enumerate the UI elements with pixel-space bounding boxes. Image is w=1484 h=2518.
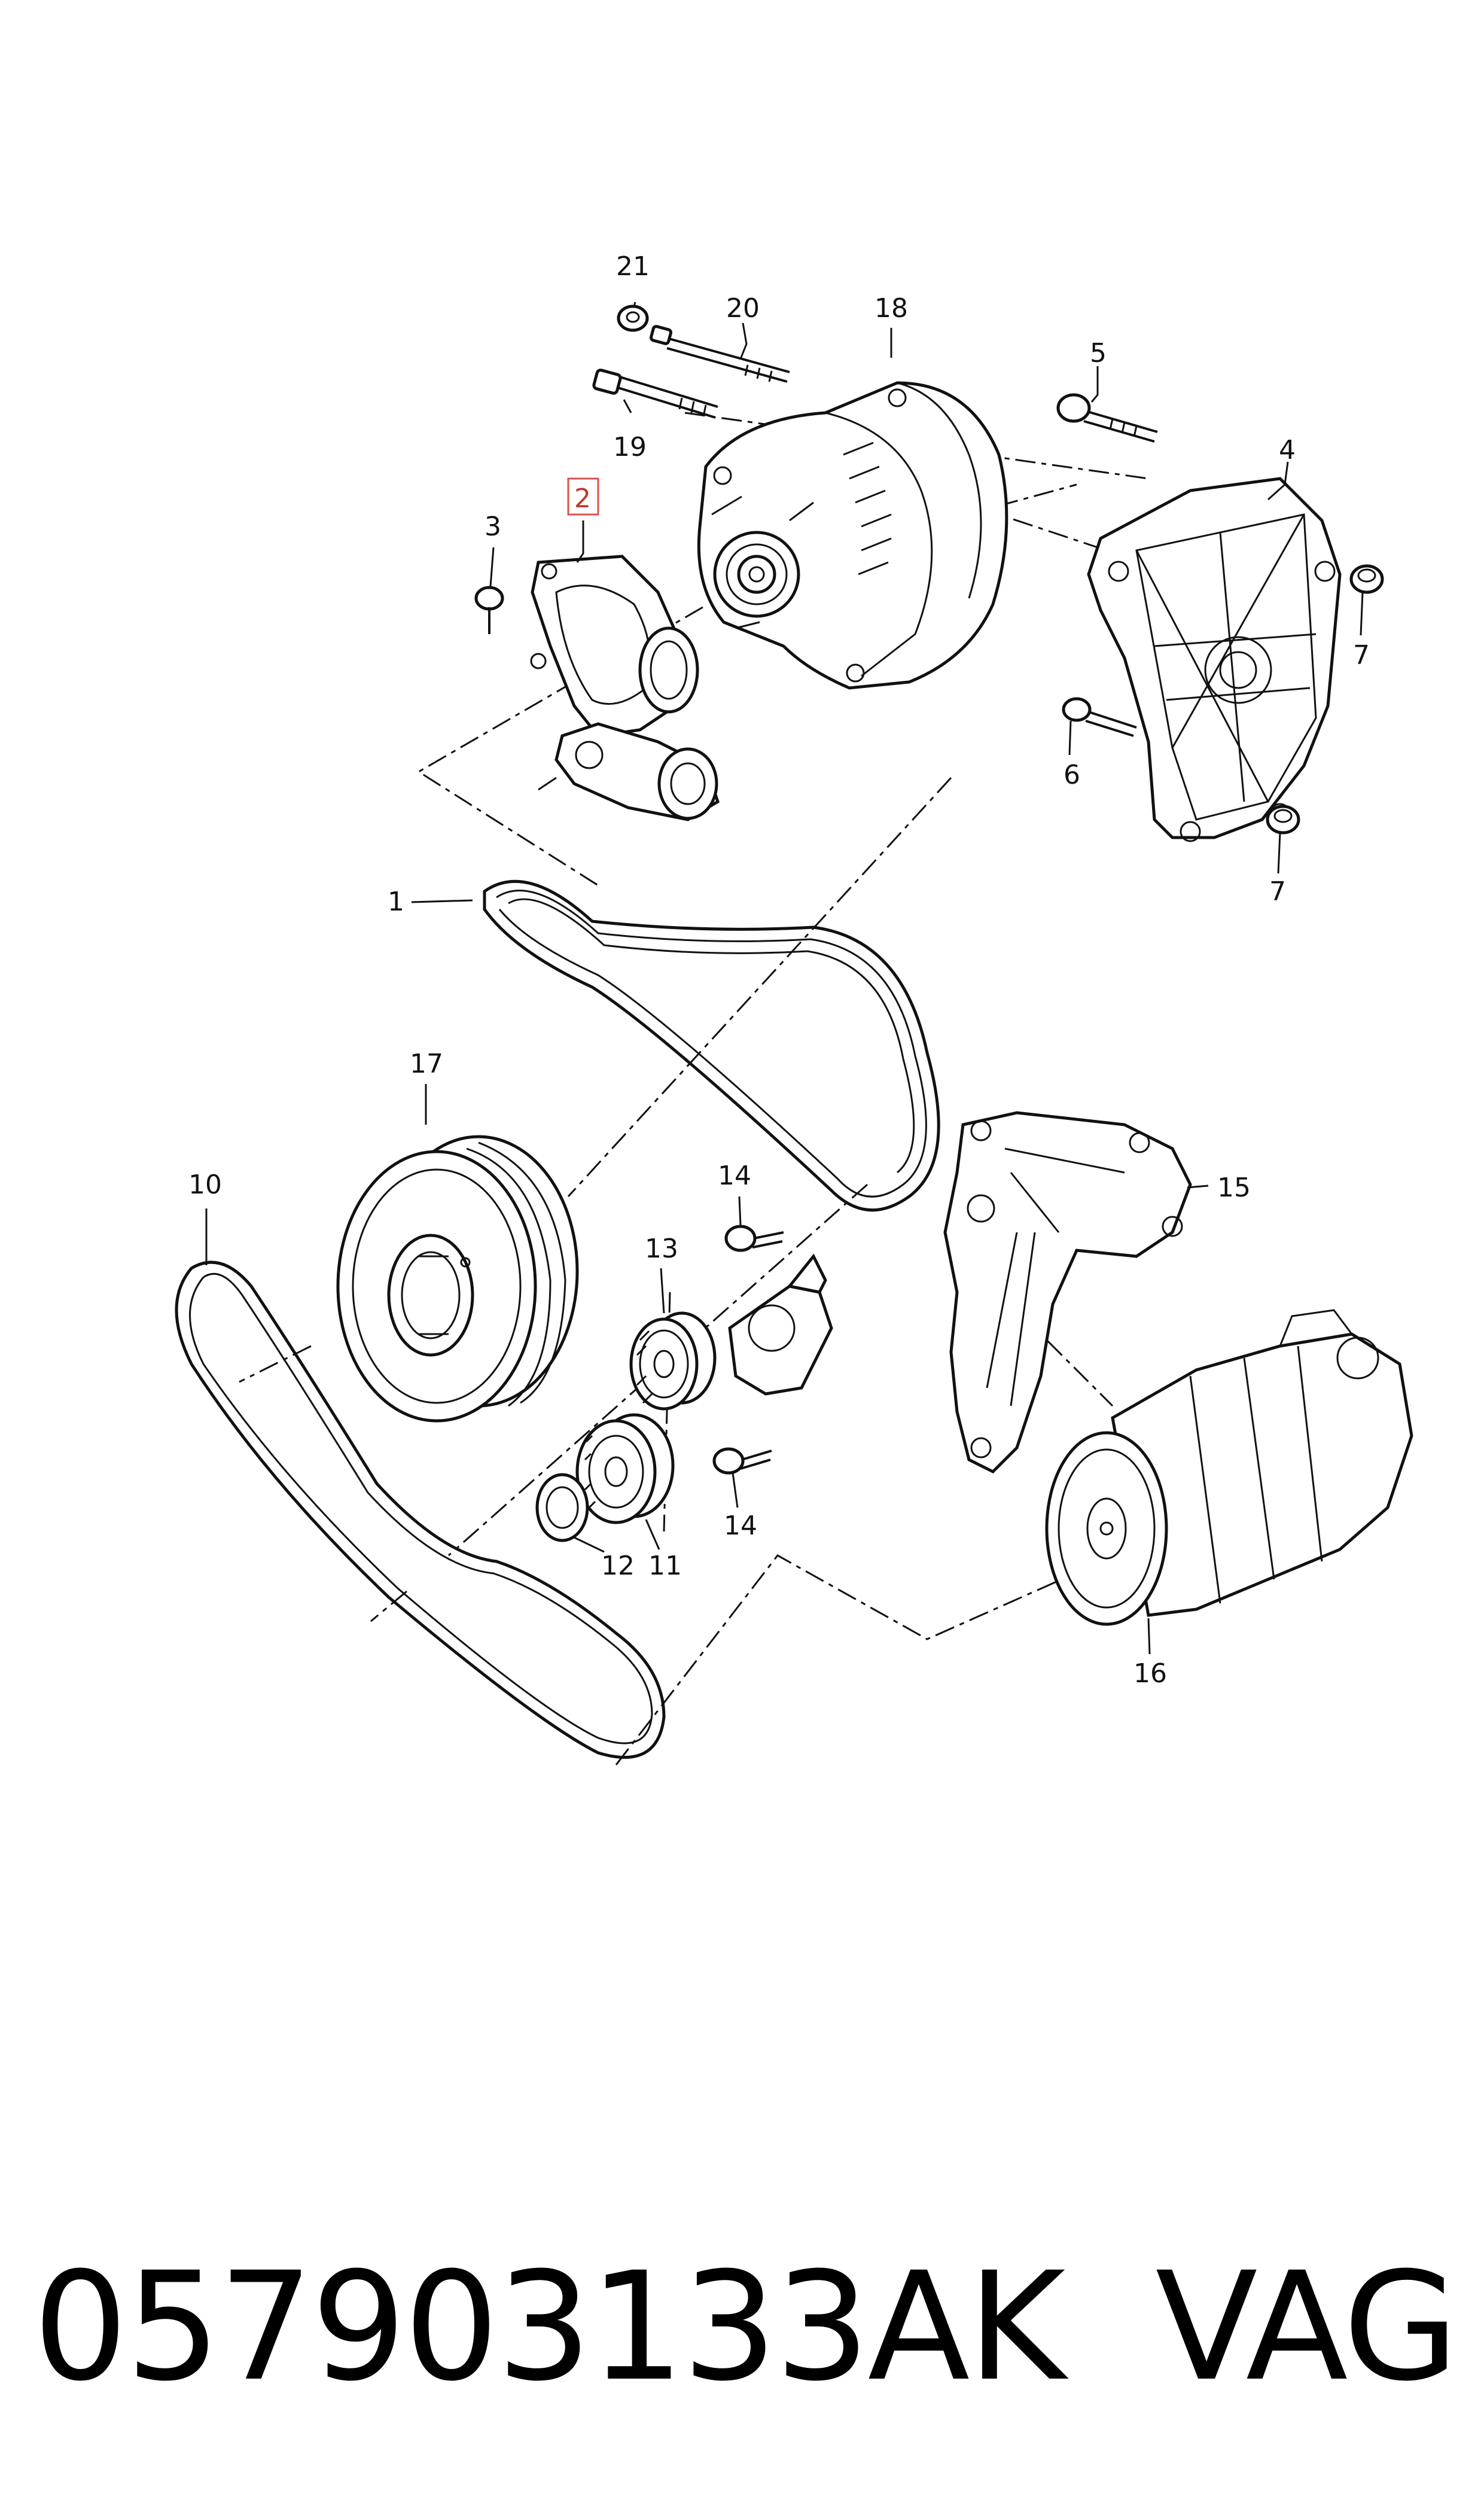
bracket-4 [1087,477,1342,842]
bolt-3 [474,586,504,634]
bolt-5 [1056,393,1158,443]
belt-1 [483,879,940,1212]
tensioner-unit [728,1253,833,1396]
callout-21: 21 [616,251,650,282]
leader-lines [205,302,1364,1655]
callout-19: 19 [613,432,647,462]
ac-compressor-16 [1045,1309,1413,1626]
callout-13: 13 [645,1234,678,1264]
bracket-15 [943,1111,1192,1474]
callout-7-bottom: 7 [1269,876,1286,907]
belt-10 [175,1260,666,1759]
callout-6: 6 [1064,760,1080,790]
sleeve-7-bottom [1266,805,1300,835]
bolt-6 [1062,697,1137,737]
callout-1: 1 [388,887,404,917]
tensioner-2 [530,555,720,821]
bolt-14-top [724,1225,784,1252]
callout-17: 17 [410,1049,443,1079]
bolt-19 [592,369,718,419]
part-caption: 057903133AK VAG [33,2240,1459,2414]
callout-14-bottom: 14 [724,1511,757,1541]
sleeve-7-top [1349,564,1384,594]
callout-5: 5 [1090,338,1107,369]
callout-11: 11 [648,1551,682,1581]
callout-20: 20 [726,293,760,324]
nut-21 [617,305,649,332]
callout-2-highlight-box [567,477,599,516]
callout-15: 15 [1217,1173,1251,1203]
bolt-14-bottom [712,1447,772,1475]
bolt-20 [650,325,790,383]
cap-12 [535,1473,589,1542]
callout-18: 18 [874,293,908,324]
idler-pulley-13 [629,1311,717,1411]
part-number: 057903133AK [33,2240,1065,2414]
callouts: 21 20 18 19 5 4 3 2 7 6 7 1 17 10 14 15 … [188,251,1370,1689]
assembly-lines [239,412,1149,1765]
pulley-17 [336,1135,579,1423]
alternator-18 [697,381,1008,690]
brand-name: VAG [1155,2240,1459,2414]
callout-16: 16 [1133,1658,1167,1689]
callout-10: 10 [188,1170,222,1200]
callout-3: 3 [484,511,501,542]
callout-7-top: 7 [1353,640,1370,671]
callout-4: 4 [1279,435,1296,465]
pulley-11 [575,1413,675,1524]
callout-2: 2 [574,483,591,514]
callout-14-top: 14 [718,1161,751,1191]
callout-12: 12 [601,1551,635,1581]
